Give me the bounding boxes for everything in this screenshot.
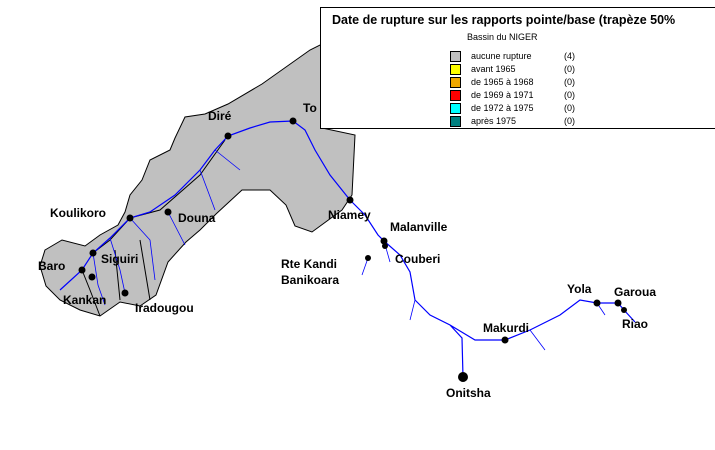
label-couberi: Couberi <box>395 252 440 266</box>
station-niamey[interactable] <box>346 196 354 204</box>
station-garoua[interactable] <box>614 299 622 307</box>
legend-item-count: (0) <box>564 103 575 113</box>
legend-item: après 1975 (0) <box>450 115 575 127</box>
label-baro: Baro <box>38 259 65 273</box>
station-rte-kandi[interactable] <box>365 255 371 261</box>
station-iradougou[interactable] <box>121 289 129 297</box>
legend: Date de rupture sur les rapports pointe/… <box>320 7 715 129</box>
station-makurdi[interactable] <box>501 336 509 344</box>
legend-item-count: (0) <box>564 90 575 100</box>
subbasin-divide-lines <box>81 139 226 317</box>
legend-swatch <box>450 102 461 114</box>
legend-item-label: de 1969 à 1971 <box>471 90 534 100</box>
label-riao: Riao <box>622 317 648 331</box>
label-koulikoro: Koulikoro <box>50 206 106 220</box>
station-yola[interactable] <box>593 299 601 307</box>
label-rte-kandi: Rte Kandi <box>281 257 337 271</box>
legend-swatch <box>450 63 461 75</box>
label-malanville: Malanville <box>390 220 448 234</box>
legend-swatch <box>450 50 461 62</box>
legend-subtitle: Bassin du NIGER <box>467 32 538 42</box>
niger-river <box>59 120 636 378</box>
station-koulikoro[interactable] <box>126 214 134 222</box>
legend-item: avant 1965 (0) <box>450 63 575 75</box>
legend-item-label: avant 1965 <box>471 64 516 74</box>
station-siguiri[interactable] <box>89 249 97 257</box>
legend-item: de 1972 à 1975 (0) <box>450 102 575 114</box>
label-onitsha: Onitsha <box>446 386 491 400</box>
legend-swatch <box>450 76 461 88</box>
legend-item-count: (4) <box>564 51 575 61</box>
label-kankan: Kankan <box>63 293 106 307</box>
station-baro[interactable] <box>78 266 86 274</box>
legend-title: Date de rupture sur les rapports pointe/… <box>332 13 676 27</box>
label-douna: Douna <box>178 211 216 225</box>
label-makurdi: Makurdi <box>483 321 529 335</box>
legend-item-label: de 1972 à 1975 <box>471 103 534 113</box>
station-markers <box>78 117 627 382</box>
station-couberi[interactable] <box>382 243 388 249</box>
label-dire: Diré <box>208 109 232 123</box>
label-yola: Yola <box>567 282 592 296</box>
legend-item-label: après 1975 <box>471 116 517 126</box>
legend-item-count: (0) <box>564 116 575 126</box>
station-malanville[interactable] <box>380 237 388 245</box>
tributaries <box>92 149 606 351</box>
station-onitsha[interactable] <box>458 372 468 382</box>
station-riao[interactable] <box>621 307 627 313</box>
label-iradougou: Iradougou <box>135 301 194 315</box>
label-banikoara: Banikoara <box>281 273 339 287</box>
label-garoua: Garoua <box>614 285 656 299</box>
station-tombouctou[interactable] <box>289 117 297 125</box>
legend-item: aucune rupture (4) <box>450 50 575 62</box>
label-siguiri: Siguiri <box>101 252 138 266</box>
legend-swatch <box>450 115 461 127</box>
station-douna[interactable] <box>164 208 172 216</box>
legend-item-label: aucune rupture <box>471 51 532 61</box>
legend-item-count: (0) <box>564 77 575 87</box>
legend-item: de 1965 à 1968 (0) <box>450 76 575 88</box>
legend-item: de 1969 à 1971 (0) <box>450 89 575 101</box>
legend-swatch <box>450 89 461 101</box>
station-kankan[interactable] <box>88 273 96 281</box>
subbasin-upper-niger <box>39 43 356 317</box>
legend-item-count: (0) <box>564 64 575 74</box>
label-tombouctou: To <box>303 101 317 115</box>
legend-item-label: de 1965 à 1968 <box>471 77 534 87</box>
label-niamey: Niamey <box>328 208 371 222</box>
station-dire[interactable] <box>224 132 232 140</box>
